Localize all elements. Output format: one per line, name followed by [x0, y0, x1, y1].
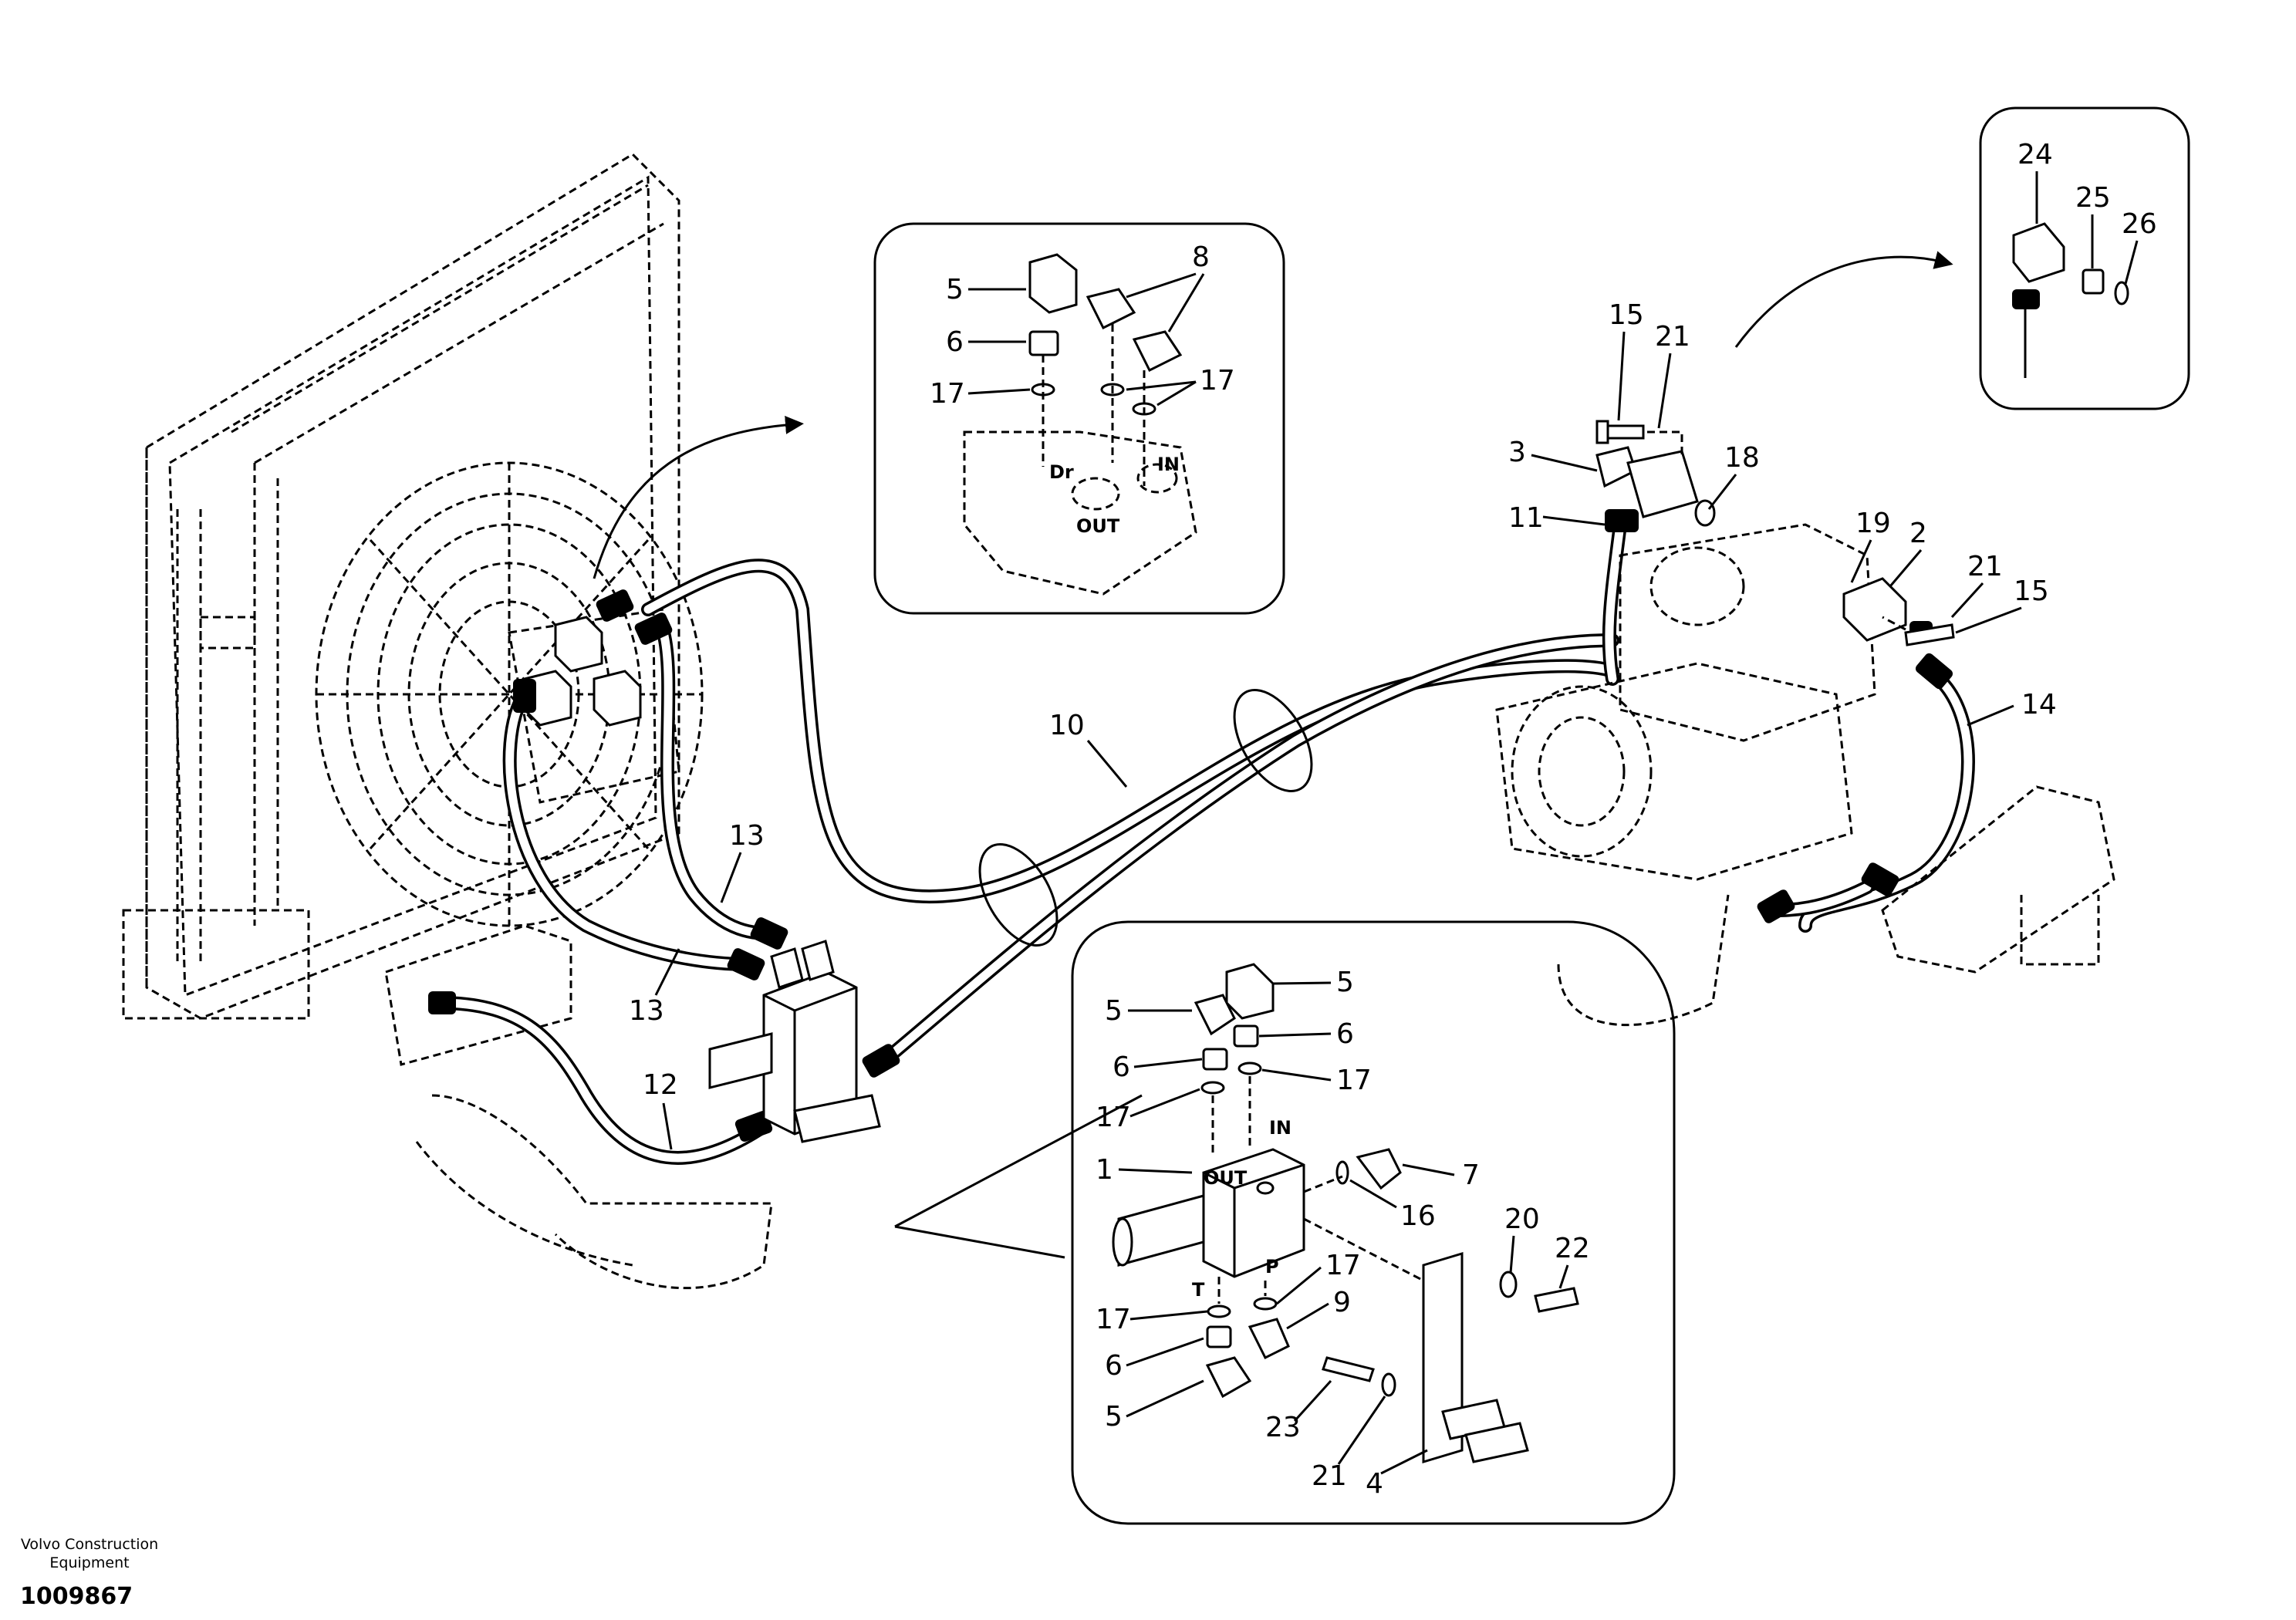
callout-3: 3	[1508, 437, 1526, 468]
brand-line-1: Volvo Construction	[20, 1536, 159, 1553]
callout-22: 22	[1555, 1233, 1590, 1264]
callout-21-bottom-inset: 21	[1312, 1460, 1347, 1492]
callout-2: 2	[1909, 518, 1927, 549]
radiator-frame	[122, 153, 773, 1290]
bolt-15-top	[1595, 420, 1645, 444]
callout-10: 10	[1049, 710, 1085, 741]
callout-11: 11	[1508, 502, 1544, 534]
guide-bolt-top	[1647, 430, 1683, 459]
callout-18: 18	[1724, 442, 1760, 474]
callout-21-top: 21	[1655, 321, 1690, 353]
callout-5-bottom-inset-lower: 5	[1105, 1401, 1123, 1433]
hose-14	[1768, 664, 1975, 933]
inset-fan-motor	[873, 222, 1285, 615]
callout-8-top-inset: 8	[1192, 241, 1210, 273]
callout-20: 20	[1504, 1203, 1540, 1235]
port-label-out-top: OUT	[1076, 515, 1120, 537]
valve-block-main	[708, 940, 881, 1143]
inset-valve-detail	[894, 920, 1676, 1525]
hose-12	[433, 996, 771, 1165]
callout-13-lower: 13	[629, 995, 664, 1027]
callouts: 5 6 17 8 17 24 25 26 15 21 3 18 11 19 2 …	[629, 139, 2157, 1500]
zoom-arrow-right	[1734, 251, 1953, 348]
callout-21-right: 21	[1967, 551, 2003, 582]
callout-1: 1	[1096, 1154, 1113, 1186]
callout-16: 16	[1400, 1200, 1436, 1232]
port-label-in-top: IN	[1157, 454, 1180, 475]
cooling-fan	[315, 461, 704, 927]
main-pump	[1495, 523, 2115, 1027]
port-labels: Dr IN OUT IN OUT T P	[1049, 454, 1292, 1301]
bolt-15-right	[1904, 623, 1955, 646]
callout-6-top-inset: 6	[946, 326, 964, 358]
hose-10	[641, 559, 1619, 1072]
callout-17-bottom-inset-p: 17	[1325, 1250, 1361, 1281]
port-label-p: P	[1265, 1256, 1279, 1277]
callout-17-top-inset-right: 17	[1200, 365, 1235, 397]
callout-17-bottom-inset-left: 17	[1096, 1102, 1131, 1133]
callout-5-bottom-inset-top: 5	[1336, 967, 1354, 998]
callout-24: 24	[2017, 139, 2053, 170]
callout-12: 12	[643, 1069, 678, 1101]
inset-port-fittings	[1979, 106, 2190, 410]
callout-13-upper: 13	[729, 820, 765, 852]
callout-25: 25	[2075, 182, 2111, 214]
port-fitting-3	[1595, 446, 1716, 527]
port-label-out-bottom: OUT	[1204, 1167, 1248, 1189]
callout-17-bottom-inset-right: 17	[1336, 1065, 1372, 1096]
zoom-arrow-left	[593, 415, 804, 579]
brand-name: Volvo Construction Equipment	[20, 1535, 159, 1572]
guide-bolt-right	[1882, 616, 1906, 631]
callout-6-bottom-inset-lower: 6	[1105, 1350, 1123, 1382]
brand-line-2: Equipment	[49, 1554, 130, 1571]
callout-14: 14	[2021, 689, 2057, 721]
callout-17-top-inset-left: 17	[930, 378, 965, 410]
callout-7: 7	[1462, 1159, 1480, 1191]
port-label-in-bottom: IN	[1269, 1117, 1292, 1139]
callout-19: 19	[1855, 508, 1891, 539]
callout-15-right: 15	[2014, 575, 2049, 607]
hose-13a	[502, 687, 755, 971]
callout-6-bottom-inset-left: 6	[1113, 1051, 1130, 1083]
document-number: 1009867	[20, 1583, 133, 1610]
callout-26: 26	[2122, 208, 2157, 240]
callout-15-top: 15	[1609, 299, 1644, 331]
hose-13b	[657, 626, 778, 940]
port-label-t: T	[1192, 1279, 1205, 1301]
port-label-dr: Dr	[1049, 461, 1074, 483]
callout-5-top-inset: 5	[946, 274, 964, 305]
callout-6-bottom-inset-right: 6	[1336, 1018, 1354, 1050]
callout-17-bottom-inset-t: 17	[1096, 1304, 1131, 1335]
callout-23: 23	[1265, 1412, 1301, 1443]
callout-4: 4	[1366, 1468, 1383, 1500]
callout-5-bottom-inset-left: 5	[1105, 995, 1123, 1027]
callout-9: 9	[1333, 1287, 1351, 1318]
hose-11	[1602, 518, 1627, 686]
